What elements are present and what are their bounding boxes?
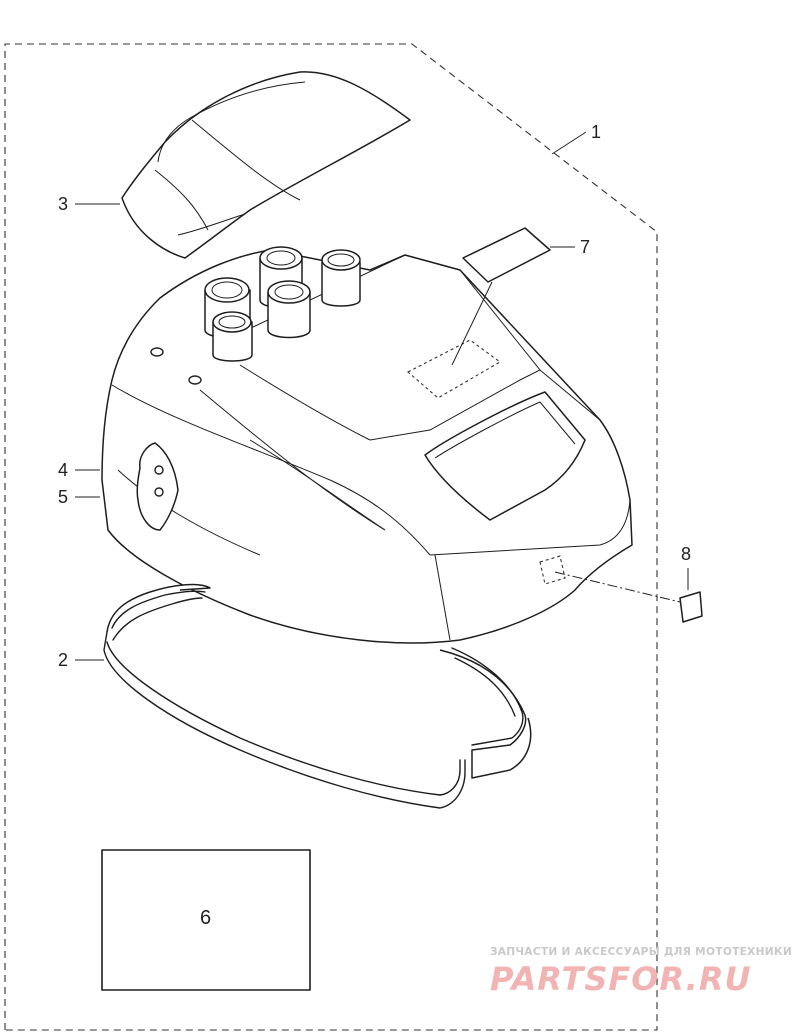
callout-7: 7 — [580, 237, 590, 257]
callout-8: 8 — [681, 544, 691, 564]
part-3-top-panel — [121, 71, 411, 259]
part-5-latch-plate — [136, 442, 179, 531]
callout-4: 4 — [58, 460, 68, 480]
callout-2: 2 — [58, 650, 68, 670]
part-2-seal-ring — [103, 583, 532, 809]
watermark: ЗАПЧАСТИ И АКСЕССУАРЫ ДЛЯ МОТОТЕХНИКИ PA… — [490, 945, 792, 998]
part-6-box — [101, 849, 311, 991]
tube-sockets — [204, 246, 361, 362]
screw-holes — [150, 347, 202, 385]
assembly-boundary — [4, 43, 658, 1031]
callout-6: 6 — [200, 907, 211, 929]
leader-lines — [75, 131, 689, 661]
callout-3: 3 — [58, 194, 68, 214]
watermark-tagline: ЗАПЧАСТИ И АКСЕССУАРЫ ДЛЯ МОТОТЕХНИКИ — [490, 945, 792, 958]
part-4-top-cowling — [101, 249, 633, 644]
callout-5: 5 — [58, 487, 68, 507]
part-8-label — [679, 591, 703, 623]
callout-labels: 1 3 7 4 5 8 2 6 — [58, 122, 691, 929]
watermark-logo: PARTSFOR.RU — [490, 960, 751, 998]
callout-1: 1 — [591, 122, 601, 142]
part-7-decal — [462, 227, 551, 283]
